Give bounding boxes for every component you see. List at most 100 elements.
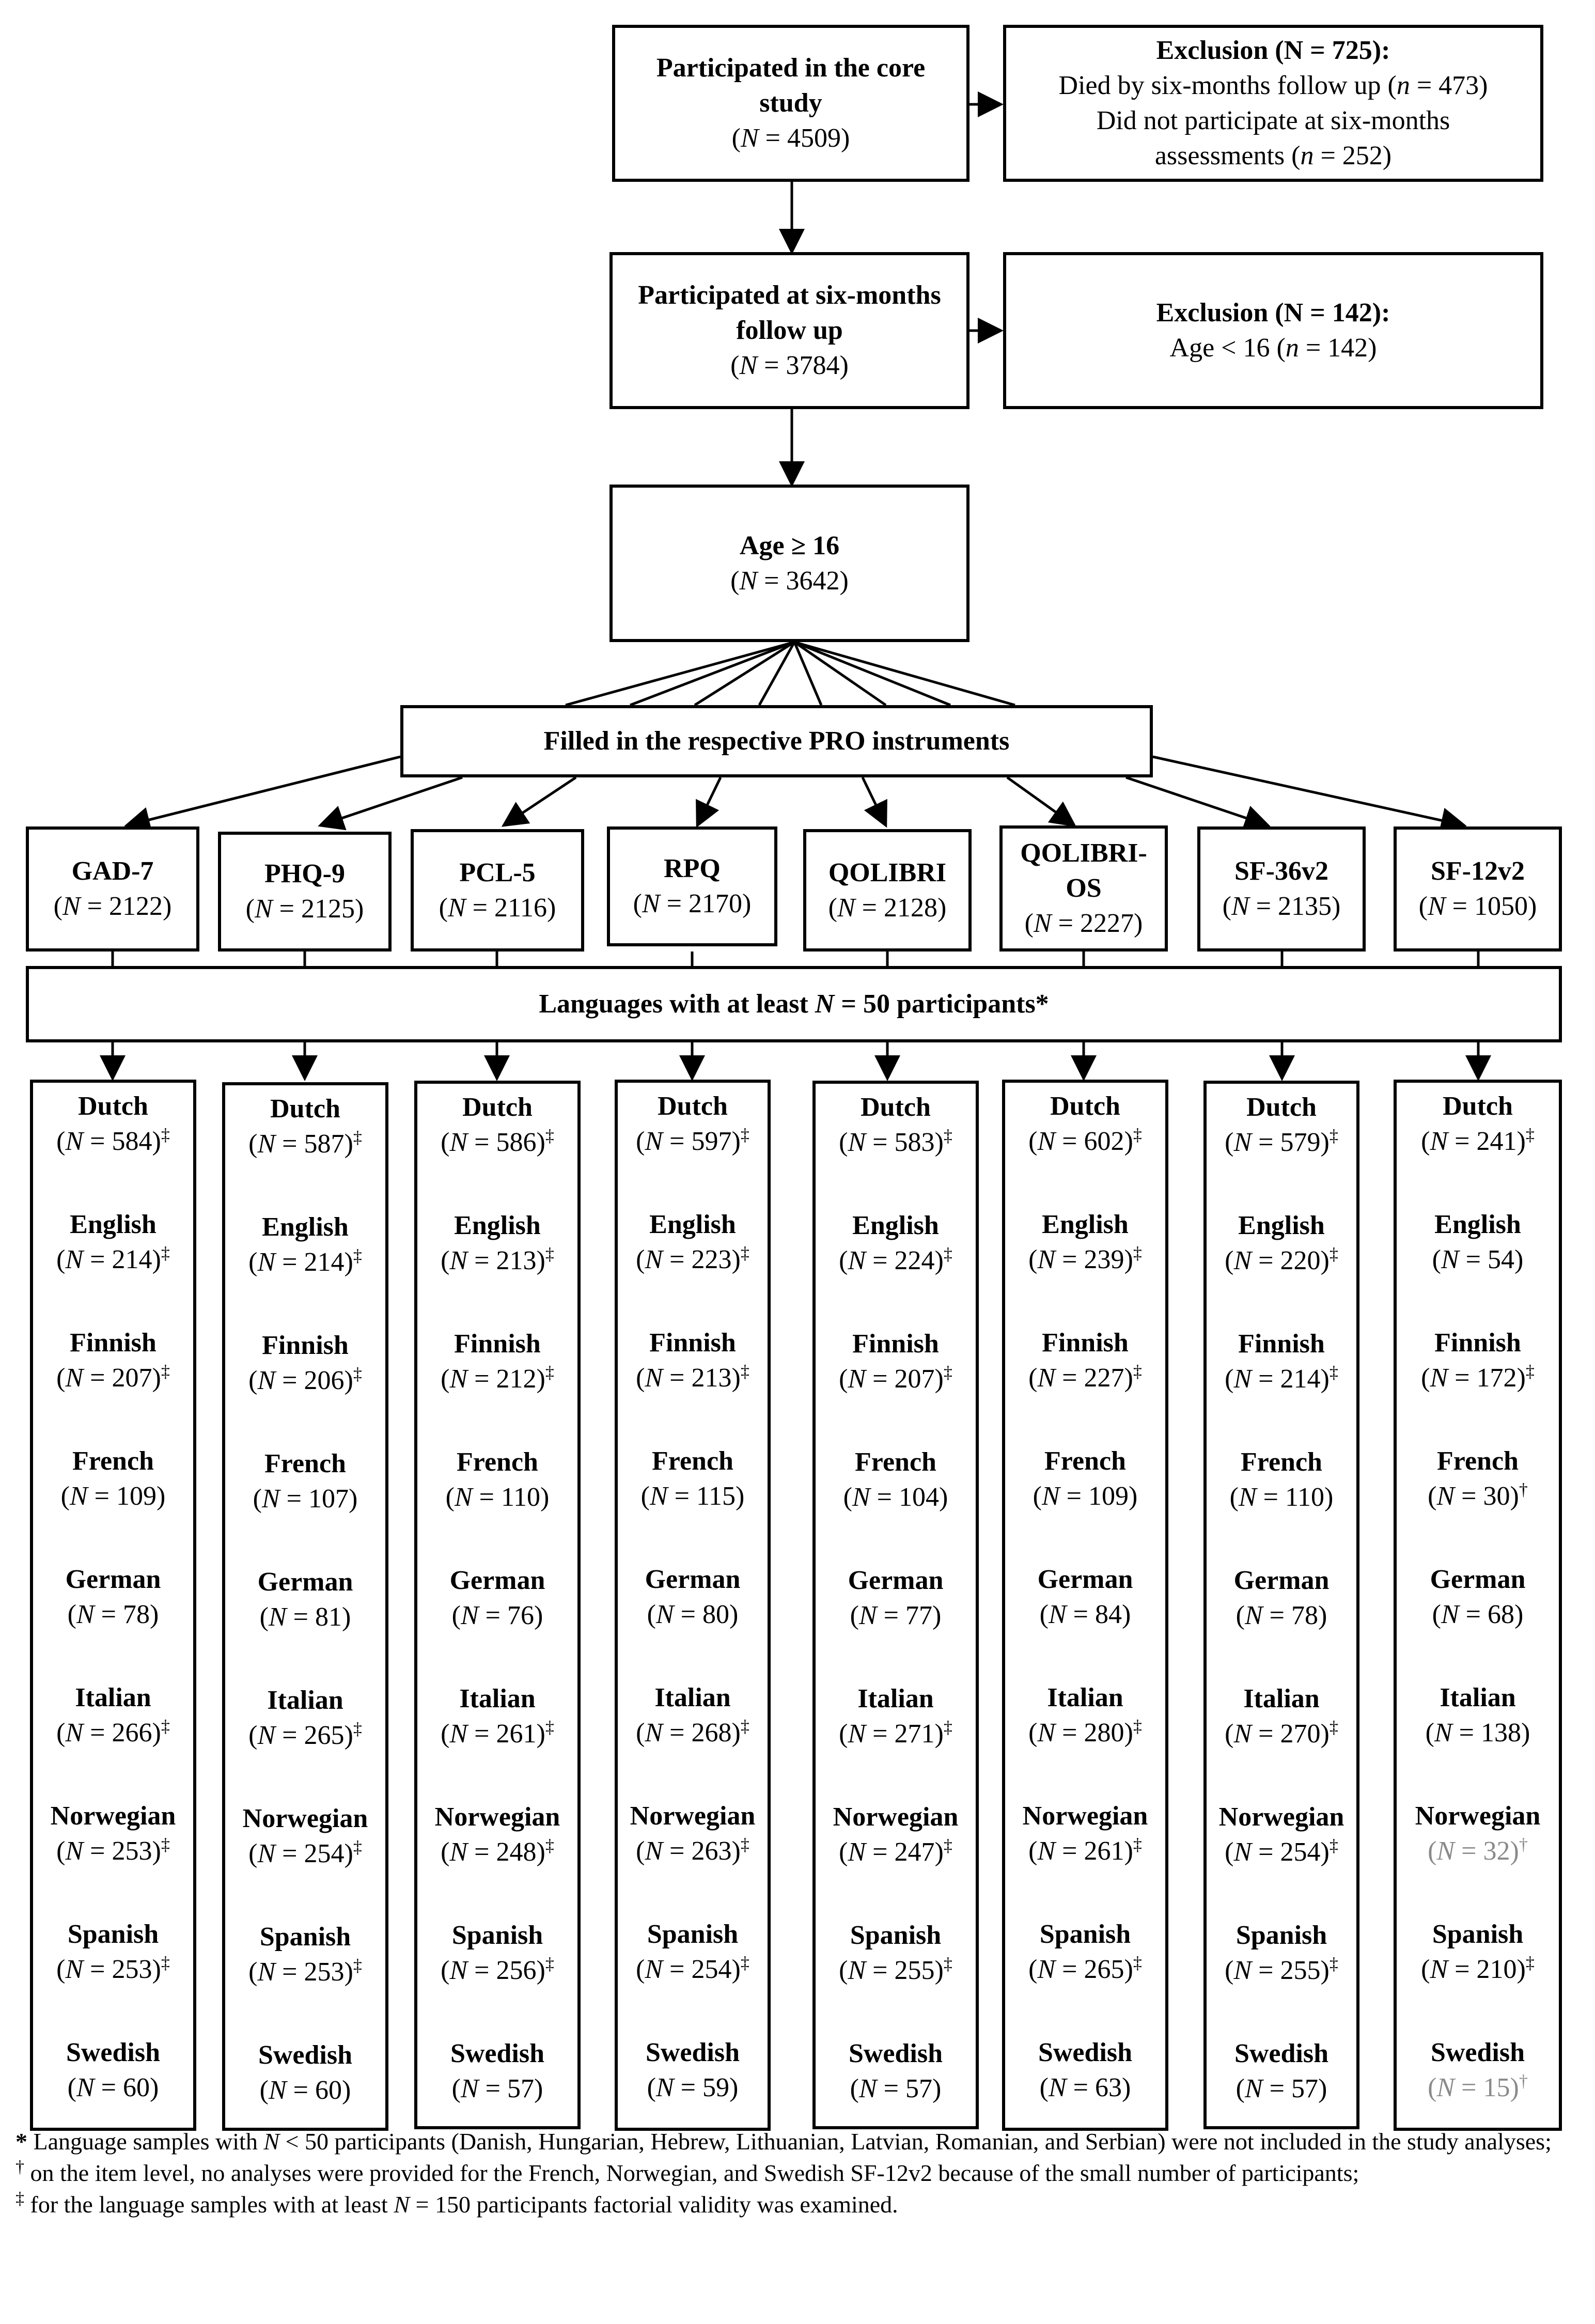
language-entry-spanish: Spanish(N = 255)‡ bbox=[1207, 1918, 1356, 1988]
language-name: Swedish bbox=[1234, 2039, 1329, 2068]
language-count: (N = 256)‡ bbox=[441, 1954, 554, 1985]
language-count: (N = 254)‡ bbox=[248, 1837, 362, 1868]
language-count: (N = 210)‡ bbox=[1421, 1953, 1535, 1984]
language-count: (N = 63) bbox=[1039, 2073, 1131, 2102]
language-name: Dutch bbox=[861, 1093, 931, 1122]
language-name: English bbox=[70, 1210, 157, 1239]
language-count: (N = 214)‡ bbox=[56, 1243, 170, 1274]
language-name: Italian bbox=[459, 1684, 536, 1713]
language-entry-italian: Italian(N = 280)‡ bbox=[1005, 1680, 1165, 1751]
language-name: French bbox=[1044, 1446, 1126, 1476]
language-count: (N = 265)‡ bbox=[248, 1719, 362, 1750]
language-count: (N = 254)‡ bbox=[636, 1953, 749, 1984]
fan-lines bbox=[565, 641, 1015, 707]
language-count: (N = 104) bbox=[843, 1483, 948, 1512]
instrument-qolibri: QOLIBRI (N = 2128) bbox=[803, 829, 972, 952]
language-name: French bbox=[1437, 1446, 1519, 1476]
language-name: French bbox=[1241, 1447, 1322, 1477]
language-entry-spanish: Spanish(N = 253)‡ bbox=[33, 1917, 193, 1987]
language-count: (N = 239)‡ bbox=[1028, 1243, 1142, 1274]
instrument-count: (N = 2135) bbox=[1222, 892, 1341, 921]
language-entry-french: French (N = 110) bbox=[1207, 1445, 1356, 1515]
language-count: (N = 214)‡ bbox=[1225, 1363, 1338, 1394]
language-count: (N = 220)‡ bbox=[1225, 1244, 1338, 1275]
language-name: English bbox=[454, 1211, 541, 1240]
language-count: (N = 254)‡ bbox=[1225, 1836, 1338, 1867]
instrument-count: (N = 2170) bbox=[633, 889, 752, 918]
language-count: (N = 57) bbox=[451, 2074, 543, 2103]
language-column-gad7: Dutch(N = 584)‡English(N = 214)‡Finnish(… bbox=[30, 1080, 196, 2131]
language-entry-dutch: Dutch(N = 597)‡ bbox=[618, 1089, 768, 1159]
footnotes: * Language samples with N < 50 participa… bbox=[15, 2126, 1581, 2220]
language-count: (N = 60) bbox=[67, 2073, 159, 2102]
language-count: (N = 138) bbox=[1425, 1718, 1530, 1748]
language-name: Swedish bbox=[1430, 2038, 1525, 2067]
six-months-count: (N = 3784) bbox=[730, 351, 849, 380]
instrument-sf36v2: SF-36v2 (N = 2135) bbox=[1197, 826, 1366, 952]
language-count: (N = 110) bbox=[1229, 1483, 1334, 1512]
language-entry-spanish: Spanish(N = 255)‡ bbox=[816, 1918, 976, 1988]
language-entry-swedish: Swedish(N = 57) bbox=[417, 2036, 577, 2107]
language-count: (N = 587)‡ bbox=[248, 1128, 362, 1159]
language-entry-norwegian: Norwegian(N = 261)‡ bbox=[1005, 1799, 1165, 1869]
language-name: French bbox=[457, 1447, 538, 1477]
language-name: Finnish bbox=[1434, 1328, 1521, 1358]
language-name: German bbox=[1233, 1566, 1330, 1595]
language-name: German bbox=[848, 1566, 944, 1595]
language-entry-english: English (N = 214)‡ bbox=[33, 1207, 193, 1277]
instrument-name: GAD-7 bbox=[71, 856, 154, 886]
footnote-1: * Language samples with N < 50 participa… bbox=[15, 2128, 1552, 2155]
language-entry-swedish: Swedish(N = 57) bbox=[816, 2036, 976, 2107]
language-entry-swedish: Swedish (N = 15)† bbox=[1397, 2035, 1559, 2105]
six-months-box: Participated at six-months follow up (N … bbox=[609, 252, 969, 409]
language-count: (N = 84) bbox=[1039, 1600, 1131, 1629]
exclusion1-died: Died by six-months follow up (n = 473) bbox=[1058, 71, 1488, 100]
language-name: Italian bbox=[267, 1686, 343, 1715]
language-name: German bbox=[257, 1567, 353, 1597]
language-entry-dutch: Dutch(N = 586)‡ bbox=[417, 1090, 577, 1160]
language-entry-swedish: Swedish(N = 59) bbox=[618, 2035, 768, 2105]
age16-count: (N = 3642) bbox=[730, 566, 849, 596]
language-entry-german: German(N = 76) bbox=[417, 1563, 577, 1633]
language-count: (N = 15)† bbox=[1428, 2071, 1528, 2102]
language-name: Italian bbox=[1440, 1683, 1516, 1712]
language-name: Swedish bbox=[66, 2038, 161, 2067]
language-name: Spanish bbox=[67, 1920, 159, 1949]
language-count: (N = 241)‡ bbox=[1421, 1125, 1535, 1156]
language-name: Italian bbox=[654, 1683, 731, 1712]
instrument-name-line1: QOLIBRI- bbox=[1020, 838, 1147, 868]
language-entry-italian: Italian(N = 266)‡ bbox=[33, 1680, 193, 1751]
language-entry-german: German(N = 77) bbox=[816, 1563, 976, 1633]
exclusion2-title: Exclusion (N = 142): bbox=[1156, 298, 1390, 327]
exclusion1-title: Exclusion (N = 725): bbox=[1156, 36, 1390, 65]
language-entry-french: French(N = 115) bbox=[618, 1444, 768, 1514]
language-count: (N = 68) bbox=[1432, 1600, 1524, 1629]
language-name: Spanish bbox=[1236, 1921, 1327, 1950]
language-name: Spanish bbox=[259, 1922, 351, 1952]
footnote-2: † on the item level, no analyses were pr… bbox=[15, 2157, 1359, 2186]
language-entry-english: English(N = 214)‡ bbox=[225, 1210, 385, 1280]
language-name: Dutch bbox=[270, 1094, 340, 1124]
language-entry-finnish: Finnish(N = 172)‡ bbox=[1397, 1325, 1559, 1396]
language-entry-italian: Italian(N = 261)‡ bbox=[417, 1681, 577, 1752]
language-name: Finnish bbox=[262, 1331, 349, 1360]
language-entry-english: English(N = 54) bbox=[1397, 1207, 1559, 1277]
language-column-sf36v2: Dutch(N = 579)‡English(N = 220)‡Finnish(… bbox=[1203, 1081, 1359, 2129]
language-count: (N = 227)‡ bbox=[1028, 1362, 1142, 1393]
pro-instruments-label: Filled in the respective PRO instruments bbox=[543, 726, 1010, 756]
language-count: (N = 579)‡ bbox=[1225, 1126, 1338, 1157]
language-name: Italian bbox=[75, 1683, 151, 1712]
instrument-name: PHQ-9 bbox=[264, 859, 345, 888]
instrument-name: QOLIBRI bbox=[828, 857, 947, 887]
instrument-to-banner-lines bbox=[111, 952, 1480, 966]
language-name: Swedish bbox=[1038, 2038, 1133, 2067]
language-count: (N = 109) bbox=[1033, 1481, 1138, 1511]
language-entry-norwegian: Norwegian(N = 253)‡ bbox=[33, 1799, 193, 1869]
language-count: (N = 59) bbox=[647, 2073, 739, 2102]
language-name: Spanish bbox=[850, 1921, 942, 1950]
language-entry-finnish: Finnish(N = 214)‡ bbox=[1207, 1327, 1356, 1397]
language-entry-finnish: Finnish(N = 212)‡ bbox=[417, 1327, 577, 1397]
language-name: Dutch bbox=[78, 1091, 148, 1121]
